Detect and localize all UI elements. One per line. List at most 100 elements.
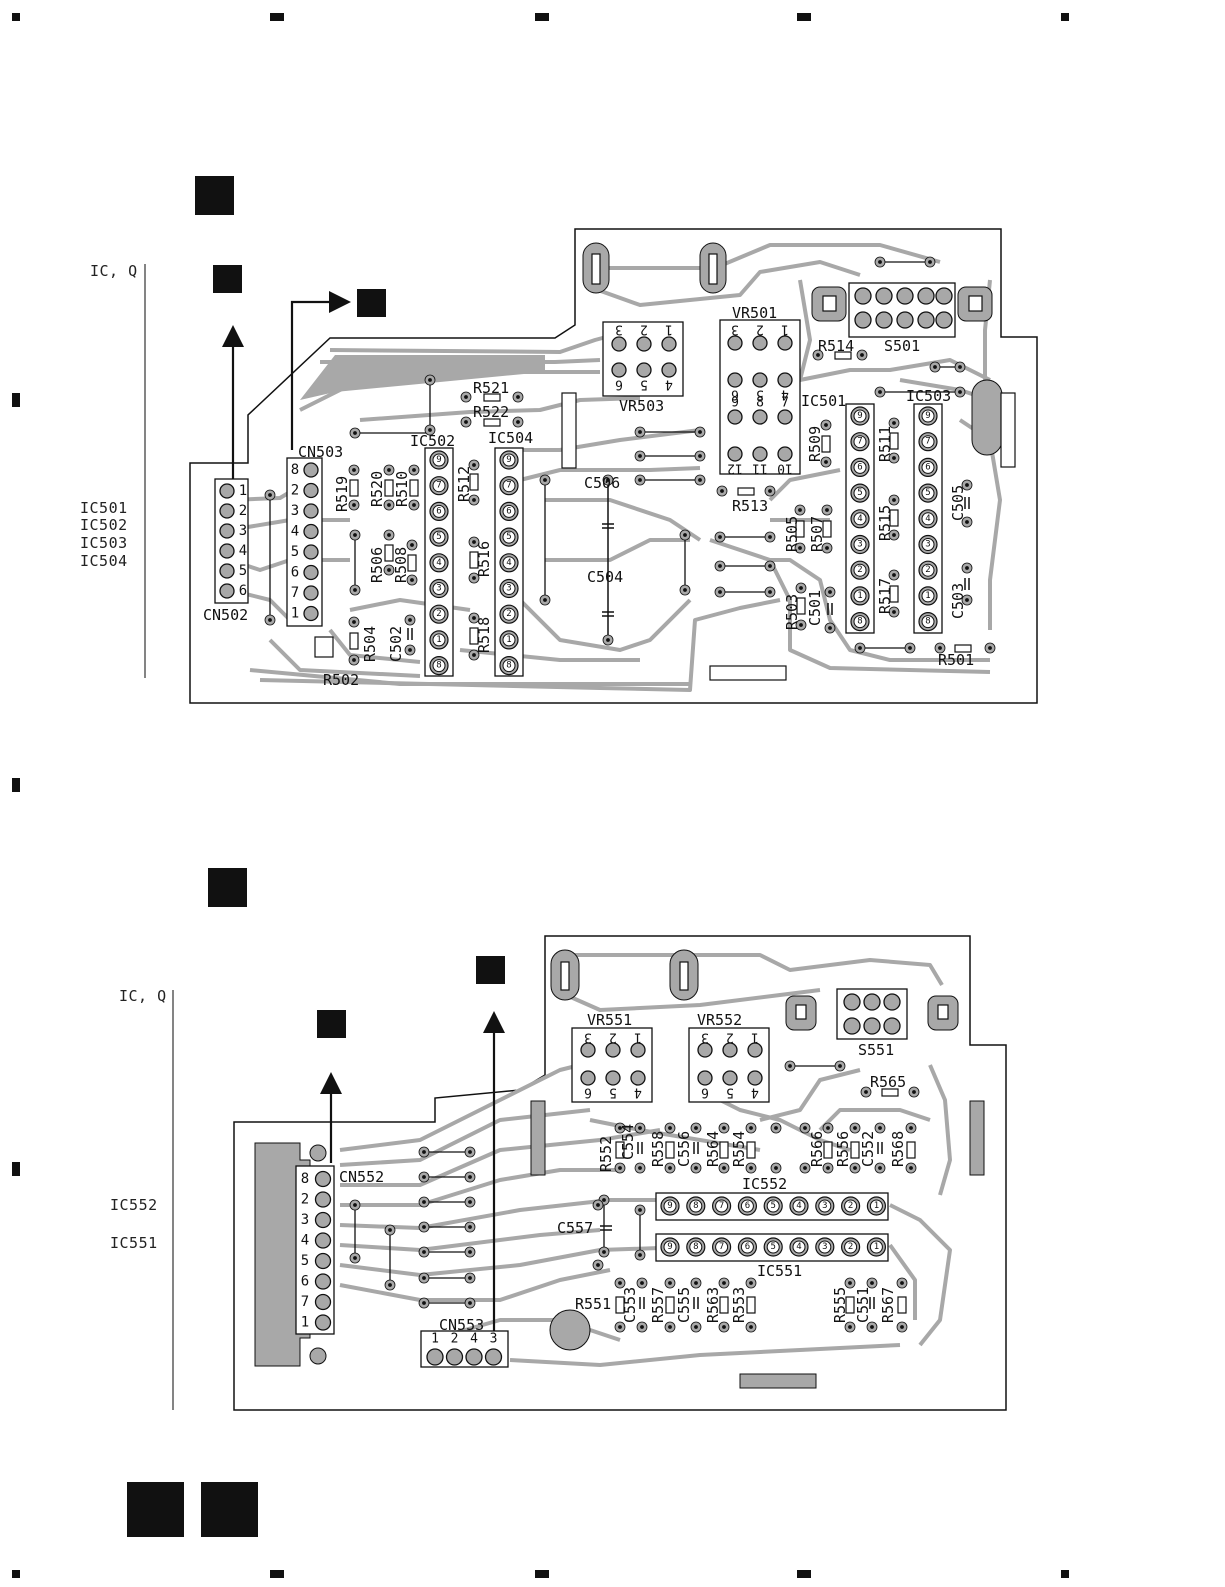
via-hole bbox=[909, 1126, 913, 1130]
ic-pin-label: 5 bbox=[506, 532, 511, 542]
ic-pin-label: 1 bbox=[857, 591, 862, 601]
cn503-pin-pad bbox=[303, 523, 319, 540]
via-hole bbox=[694, 1281, 698, 1285]
via-hole bbox=[892, 573, 896, 577]
via-hole bbox=[618, 1126, 622, 1130]
via-hole bbox=[464, 395, 468, 399]
via-hole bbox=[892, 533, 896, 537]
via-hole bbox=[803, 1126, 807, 1130]
via-hole bbox=[878, 260, 882, 264]
via-hole bbox=[353, 588, 357, 592]
via-hole bbox=[618, 1281, 622, 1285]
registration-mark bbox=[1061, 1570, 1069, 1578]
cn503-pin-pad bbox=[303, 482, 319, 499]
ic-pin-ring bbox=[921, 512, 935, 526]
vr-pin-label: 2 bbox=[726, 1030, 734, 1045]
cn502-pin-pad bbox=[219, 483, 235, 499]
registration-mark bbox=[270, 1570, 284, 1578]
registration-mark bbox=[797, 13, 811, 21]
ic-pin-label: 5 bbox=[770, 1242, 775, 1252]
ic-pin-label: 8 bbox=[506, 661, 511, 671]
via-hole bbox=[683, 588, 687, 592]
side-header-top: IC, Q bbox=[90, 262, 138, 280]
ic-pin-ring bbox=[502, 453, 516, 467]
cn503-pin-label: 3 bbox=[291, 503, 299, 519]
label-cn552: CN552 bbox=[339, 1168, 384, 1186]
ic-pin-ring bbox=[844, 1199, 858, 1213]
via-hole bbox=[352, 620, 356, 624]
via-hole bbox=[268, 493, 272, 497]
via-hole bbox=[878, 390, 882, 394]
label-ic502: IC502 bbox=[410, 432, 455, 450]
vr-pin-label: 1 bbox=[751, 1030, 759, 1045]
section-marker-block bbox=[213, 265, 242, 293]
via-hole bbox=[668, 1281, 672, 1285]
via-hole bbox=[878, 1166, 882, 1170]
ic-pin-ring bbox=[502, 479, 516, 493]
via-hole bbox=[410, 543, 414, 547]
via-hole bbox=[965, 566, 969, 570]
cn552-pin-label: 1 bbox=[301, 1315, 309, 1331]
label-c553: C553 bbox=[621, 1287, 639, 1323]
vr501-pin-label: 4 bbox=[781, 387, 789, 402]
label-r564: R564 bbox=[704, 1131, 722, 1167]
vr-pin-label: 1 bbox=[634, 1030, 642, 1045]
label-r513: R513 bbox=[732, 497, 768, 515]
vr501-pin-pad bbox=[777, 335, 793, 351]
ic-pin-label: 3 bbox=[822, 1201, 827, 1211]
ic-pin-ring bbox=[921, 409, 935, 423]
via-hole bbox=[828, 590, 832, 594]
via-hole bbox=[816, 353, 820, 357]
ic-pin-label: 4 bbox=[796, 1242, 801, 1252]
via-hole bbox=[838, 1064, 842, 1068]
via-hole bbox=[848, 1281, 852, 1285]
label-r557: R557 bbox=[649, 1287, 667, 1323]
via-hole bbox=[722, 1166, 726, 1170]
via-hole bbox=[353, 1256, 357, 1260]
via-hole bbox=[698, 454, 702, 458]
ic-pin-ring bbox=[766, 1199, 780, 1213]
via-hole bbox=[543, 598, 547, 602]
via-hole bbox=[668, 1166, 672, 1170]
side-list-item: IC501 bbox=[80, 499, 128, 517]
ic-pin-label: 9 bbox=[436, 455, 441, 465]
via-hole bbox=[468, 1301, 472, 1305]
ic-pin-ring bbox=[502, 556, 516, 570]
vr503-pin-label: 6 bbox=[615, 377, 623, 392]
label-s501: S501 bbox=[884, 337, 920, 355]
cn502-pin-label: 4 bbox=[239, 543, 247, 559]
cn553-pin-label: 3 bbox=[490, 1332, 498, 1347]
cn503-pin-label: 7 bbox=[291, 585, 299, 601]
ic-pin-label: 3 bbox=[925, 540, 930, 550]
vr501-pin-label: 3 bbox=[731, 322, 739, 337]
via-hole bbox=[412, 503, 416, 507]
label-ic504: IC504 bbox=[488, 429, 533, 447]
cn553-pin-pad bbox=[465, 1348, 483, 1366]
cn503-pin-pad bbox=[303, 585, 319, 601]
label-r510: R510 bbox=[393, 471, 411, 507]
label-r504: R504 bbox=[361, 626, 379, 662]
side-list-item: IC503 bbox=[80, 534, 128, 552]
cn502-pin-pad bbox=[219, 583, 235, 599]
cn503-pin-label: 6 bbox=[291, 565, 299, 581]
ic-pin-label: 4 bbox=[796, 1201, 801, 1211]
label-r522: R522 bbox=[473, 403, 509, 421]
ic-pin-label: 8 bbox=[857, 617, 862, 627]
via-hole bbox=[870, 1281, 874, 1285]
registration-mark bbox=[1061, 13, 1069, 21]
ic-pin-label: 4 bbox=[857, 514, 862, 524]
ic-pin-label: 6 bbox=[506, 506, 511, 516]
via-hole bbox=[694, 1166, 698, 1170]
label-c501: C501 bbox=[806, 590, 824, 626]
ic-pin-label: 2 bbox=[436, 609, 441, 619]
via-hole bbox=[352, 468, 356, 472]
ic-pin-ring bbox=[432, 633, 446, 647]
via-hole bbox=[826, 1166, 830, 1170]
vr503-pin-label: 5 bbox=[640, 377, 648, 392]
vr501-pin-pad bbox=[727, 409, 743, 425]
via-hole bbox=[464, 420, 468, 424]
cn552-pin-label: 2 bbox=[301, 1192, 309, 1208]
cn502-pin-pad bbox=[219, 543, 235, 559]
label-c506: C506 bbox=[584, 474, 620, 492]
label-c551: C551 bbox=[854, 1287, 872, 1323]
